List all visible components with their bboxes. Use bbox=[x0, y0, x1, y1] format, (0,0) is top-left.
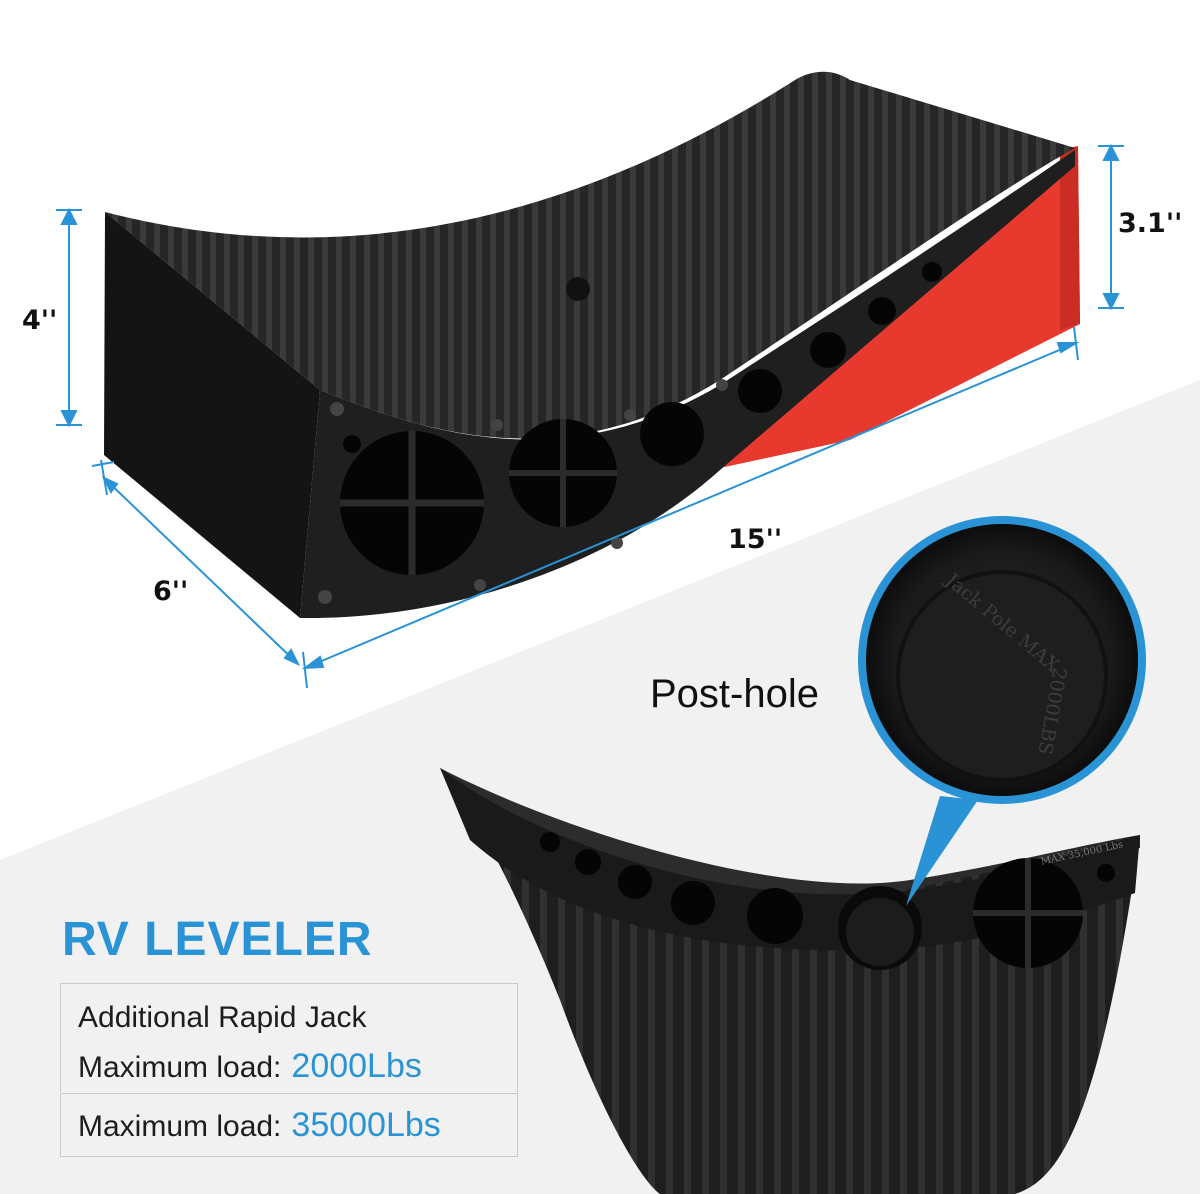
top-surface bbox=[105, 71, 1075, 439]
front-face bbox=[300, 150, 1075, 619]
side-face bbox=[104, 212, 320, 618]
height-front-label: 4'' bbox=[22, 305, 58, 336]
spec-line-2: Maximum load: 2000Lbs bbox=[78, 1047, 422, 1086]
dimension-lines bbox=[56, 143, 1124, 689]
spec-line-2-label: Maximum load: bbox=[78, 1051, 282, 1084]
callout-pointer bbox=[906, 796, 978, 906]
width-label: 6'' bbox=[153, 576, 189, 607]
bottom-top-surface bbox=[440, 768, 1140, 907]
spec-line-3-value: 35000Lbs bbox=[291, 1106, 441, 1144]
spec-box-lower bbox=[60, 1093, 518, 1157]
spec-box-upper bbox=[60, 983, 518, 1092]
length-label: 15'' bbox=[728, 524, 783, 555]
post-hole-label: Post-hole bbox=[650, 672, 819, 716]
product-title: RV LEVELER bbox=[62, 913, 373, 966]
bottom-leveler bbox=[440, 768, 1140, 1194]
spec-line-1: Additional Rapid Jack bbox=[78, 1001, 367, 1034]
spec-line-3-label: Maximum load: bbox=[78, 1110, 282, 1143]
top-leveler bbox=[104, 71, 1080, 619]
spec-line-2-value: 2000Lbs bbox=[291, 1047, 422, 1085]
height-ramp-label: 3.1'' bbox=[1118, 208, 1183, 239]
spec-line-3: Maximum load: 35000Lbs bbox=[78, 1106, 441, 1145]
